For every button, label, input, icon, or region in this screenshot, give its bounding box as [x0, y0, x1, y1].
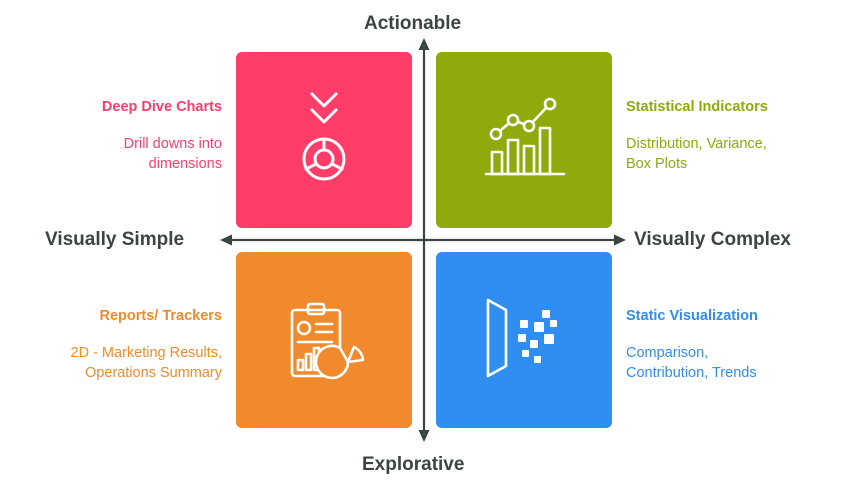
- desc-line: Operations Summary: [85, 365, 222, 381]
- data-visualization-icon: [486, 298, 557, 378]
- desc-reports-trackers: 2D - Marketing Results, Operations Summa…: [10, 343, 223, 383]
- desc-line: Contribution, Trends: [626, 365, 757, 381]
- quadrant-statistical-indicators: [436, 52, 612, 228]
- desc-line: 2D - Marketing Results,: [70, 345, 223, 361]
- quadrant-reports-trackers: [236, 252, 412, 428]
- desc-line: Box Plots: [626, 156, 688, 172]
- arrow-down-icon: [418, 430, 430, 442]
- desc-line: Comparison,: [626, 345, 709, 361]
- quadrant-static-visualization: [436, 252, 612, 428]
- chevron-down-donut-icon: [302, 92, 346, 181]
- title-static-visualization: Static Visualization: [626, 308, 758, 324]
- axis-label-right: Visually Complex: [634, 229, 791, 250]
- desc-deep-dive-charts: Drill downs into dimensions: [20, 134, 222, 174]
- desc-statistical-indicators: Distribution, Variance, Box Plots: [626, 134, 846, 174]
- axis-label-left: Visually Simple: [45, 229, 185, 250]
- desc-line: dimensions: [148, 156, 222, 172]
- arrow-left-icon: [220, 234, 232, 246]
- title-reports-trackers: Reports/ Trackers: [99, 308, 222, 324]
- axis-label-top: Actionable: [364, 13, 462, 34]
- arrow-right-icon: [614, 234, 626, 246]
- desc-static-visualization: Comparison, Contribution, Trends: [626, 343, 846, 383]
- quadrant-deep-dive-charts: [236, 52, 412, 228]
- title-deep-dive-charts: Deep Dive Charts: [101, 99, 222, 115]
- axis-label-bottom: Explorative: [362, 454, 465, 475]
- arrow-up-icon: [418, 38, 430, 50]
- desc-line: Drill downs into: [123, 136, 222, 152]
- clipboard-report-icon: [290, 302, 365, 380]
- title-statistical-indicators: Statistical Indicators: [626, 99, 768, 115]
- desc-line: Distribution, Variance,: [626, 136, 767, 152]
- bar-line-chart-icon: [484, 97, 566, 176]
